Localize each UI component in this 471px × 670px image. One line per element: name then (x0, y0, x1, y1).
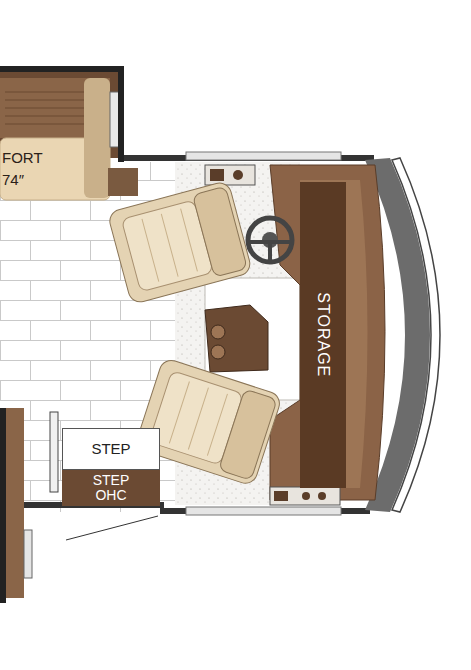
step-ohc-box: STEP OHC (62, 470, 160, 506)
storage-bar: STORAGE (300, 182, 346, 488)
room-label: 74″ (0, 172, 24, 189)
sofa: FORT 74″ (0, 140, 84, 198)
room-label: STEP OHC (81, 473, 141, 504)
room-label: FORT (0, 150, 43, 167)
room-label: STEP (91, 441, 130, 458)
step-box: STEP (62, 428, 160, 470)
room-label: STORAGE (314, 293, 332, 378)
